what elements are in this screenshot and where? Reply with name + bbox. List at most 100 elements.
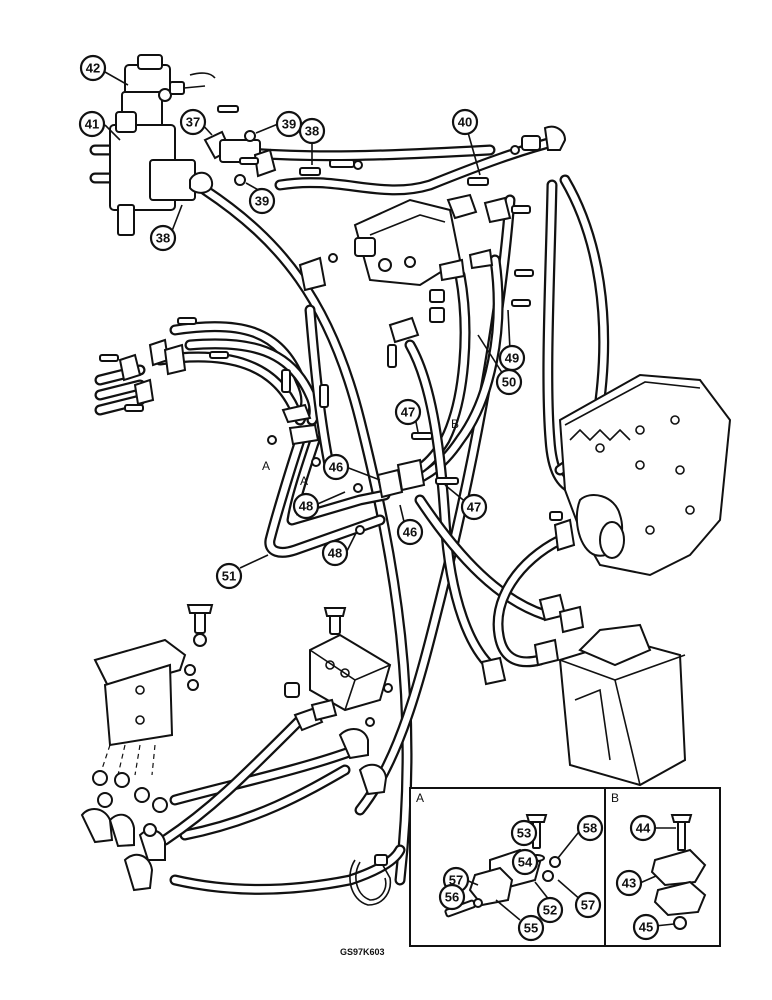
- callout-label: 52: [543, 903, 557, 918]
- callout-label: 48: [328, 546, 342, 561]
- callout-circle: [438, 883, 466, 911]
- callout-49: 49: [498, 344, 526, 372]
- callout-56: 56: [438, 883, 466, 911]
- section-marker-b: B: [451, 417, 459, 431]
- callout-48: 48: [292, 492, 320, 520]
- callout-label: 47: [401, 405, 415, 420]
- callout-label: 58: [583, 821, 597, 836]
- small-flange-plate: [281, 316, 420, 446]
- callout-label: 47: [467, 500, 481, 515]
- callout-label: 41: [85, 117, 99, 132]
- callout-50: 50: [495, 368, 523, 396]
- left-flanges: [99, 317, 229, 412]
- callout-circle: [149, 224, 177, 252]
- callout-38: 38: [149, 224, 177, 252]
- hose-clamp: [349, 854, 392, 906]
- callout-label: 48: [299, 499, 313, 514]
- callout-circle: [394, 398, 422, 426]
- callout-label: 53: [517, 826, 531, 841]
- hose-lines: [89, 134, 610, 895]
- drawing-reference: GS97K603: [340, 947, 385, 957]
- callout-41: 41: [78, 110, 106, 138]
- callout-label: 57: [449, 873, 463, 888]
- callout-circle: [396, 518, 424, 546]
- inset-panel-b: B: [604, 787, 721, 947]
- callout-label: 54: [518, 855, 533, 870]
- callout-58: 58: [576, 814, 604, 842]
- callout-label: 46: [329, 460, 343, 475]
- callout-circle: [574, 891, 602, 919]
- callout-circle: [298, 117, 326, 145]
- engine-housing: [549, 373, 732, 577]
- callout-39: 39: [248, 187, 276, 215]
- callout-circle: [536, 896, 564, 924]
- center-clamp-assembly: [267, 432, 459, 535]
- callout-54: 54: [511, 848, 539, 876]
- callout-label: 38: [156, 231, 170, 246]
- callout-51: 51: [215, 562, 243, 590]
- callout-circle: [179, 108, 207, 136]
- section-marker-a: A: [262, 459, 270, 473]
- callout-label: 45: [639, 920, 653, 935]
- callout-38: 38: [298, 117, 326, 145]
- callout-40: 40: [451, 108, 479, 136]
- callout-52: 52: [536, 896, 564, 924]
- callout-57: 57: [574, 891, 602, 919]
- callout-label: 42: [86, 61, 100, 76]
- valve-block-lower: [284, 607, 393, 732]
- control-valve-assembly: [109, 54, 216, 236]
- elbow-fittings-lower-left: [80, 728, 388, 892]
- callout-42: 42: [79, 54, 107, 82]
- callout-46: 46: [396, 518, 424, 546]
- callout-label: 46: [403, 525, 417, 540]
- callout-label: 39: [282, 117, 296, 132]
- inset-b-title: B: [611, 791, 619, 805]
- inset-a-title: A: [416, 791, 424, 805]
- callout-label: 50: [502, 375, 516, 390]
- callout-circle: [451, 108, 479, 136]
- callout-55: 55: [517, 914, 545, 942]
- callout-circle: [632, 913, 660, 941]
- callout-label: 51: [222, 569, 236, 584]
- callout-37: 37: [179, 108, 207, 136]
- callout-circle: [576, 814, 604, 842]
- callout-circle: [79, 54, 107, 82]
- callout-circle: [495, 368, 523, 396]
- callout-43: 43: [615, 869, 643, 897]
- callout-47: 47: [460, 493, 488, 521]
- callout-circle: [615, 869, 643, 897]
- callout-circle: [292, 492, 320, 520]
- bolts-upper: [299, 125, 567, 224]
- section-marker-a: A: [300, 474, 308, 488]
- callout-label: 38: [305, 124, 319, 139]
- callout-44: 44: [629, 814, 657, 842]
- callout-48: 48: [321, 539, 349, 567]
- inset-panel-a: A: [409, 787, 606, 947]
- callout-label: 55: [524, 921, 538, 936]
- callout-47: 47: [394, 398, 422, 426]
- callout-circle: [248, 187, 276, 215]
- bottom-right-flanges: [480, 593, 585, 686]
- callout-circle: [511, 848, 539, 876]
- callout-39: 39: [275, 110, 303, 138]
- callout-circle: [510, 819, 538, 847]
- callout-label: 57: [581, 898, 595, 913]
- callout-label: 44: [636, 821, 651, 836]
- callout-circle: [629, 814, 657, 842]
- reservoir-tank: [558, 623, 687, 787]
- callout-circle: [215, 562, 243, 590]
- callout-45: 45: [632, 913, 660, 941]
- callout-circle: [460, 493, 488, 521]
- callout-circle: [321, 539, 349, 567]
- callout-circle: [78, 110, 106, 138]
- pedal-bracket: [93, 604, 214, 776]
- callout-label: 49: [505, 351, 519, 366]
- callout-circle: [322, 453, 350, 481]
- flange-fittings-37-39: [189, 105, 277, 194]
- callout-53: 53: [510, 819, 538, 847]
- callout-46: 46: [322, 453, 350, 481]
- callout-label: 40: [458, 115, 472, 130]
- callout-label: 39: [255, 194, 269, 209]
- pump-block: [298, 198, 534, 323]
